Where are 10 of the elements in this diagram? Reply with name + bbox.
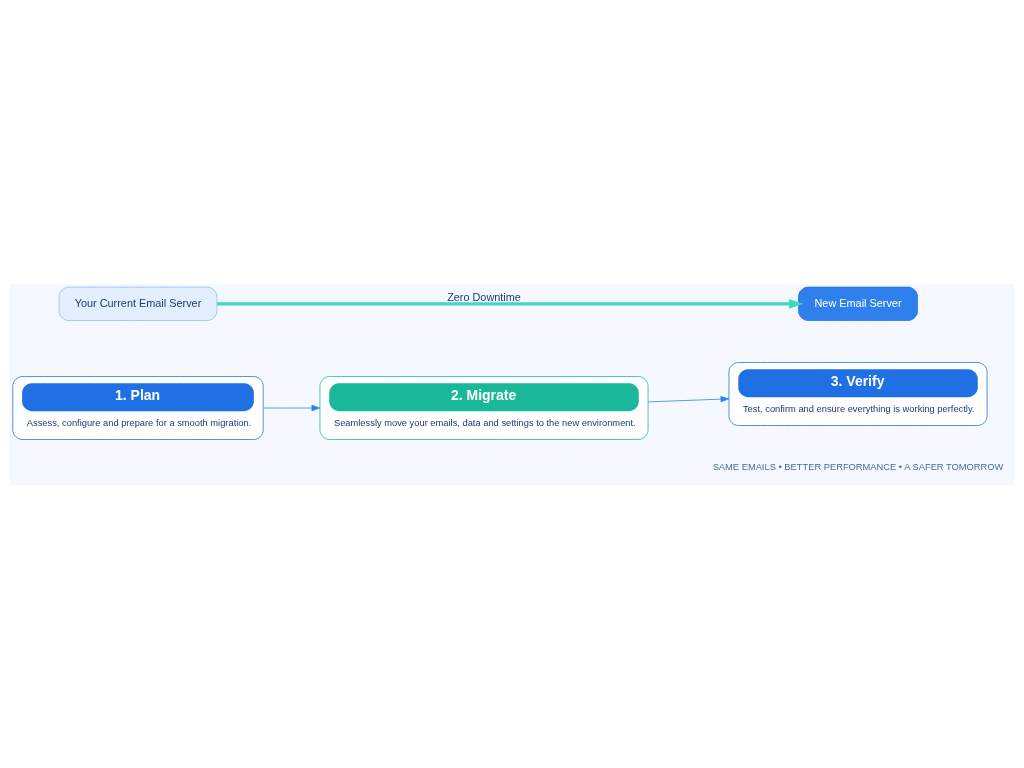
node-box: 2. Migrate Seamlessly move your emails, data and settings to the new environment. (319, 375, 649, 440)
node-box: Your Current Email Server (58, 286, 218, 321)
arrow (217, 298, 804, 309)
node-box: 3. Verify Test, confirm and ensure everything is working perfectly. (728, 361, 988, 426)
arrow (263, 404, 321, 411)
arrow (647, 395, 730, 402)
node-box: New Email Server (798, 286, 918, 321)
label: SAME EMAILS • BETTER PERFORMANCE • A SAFER TOMORROW (712, 461, 1004, 472)
edge-label: Zero Downtime (447, 290, 521, 303)
node-box: 1. Plan Assess, configure and prepare for a smooth migration. (12, 375, 264, 440)
